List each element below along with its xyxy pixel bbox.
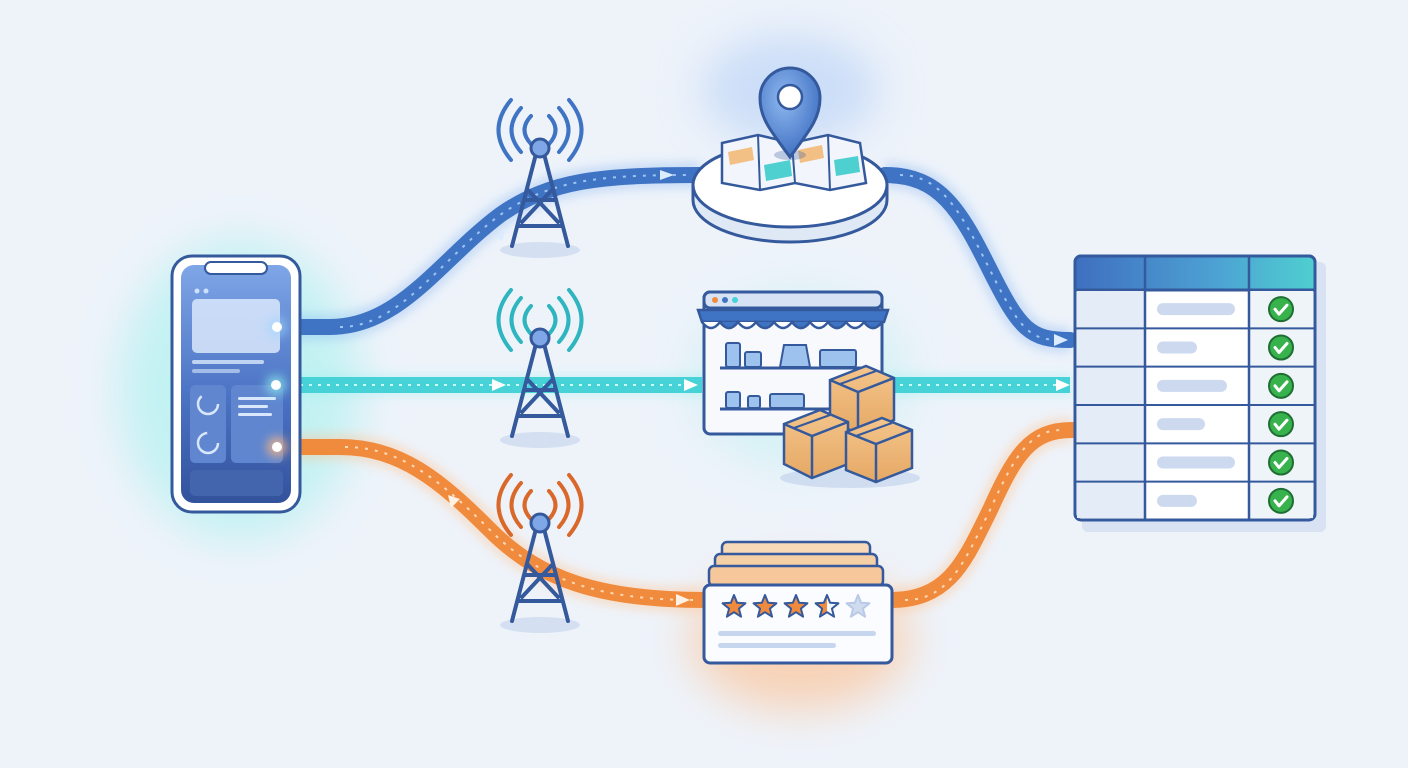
data-table-icon [1073, 254, 1326, 532]
star-icon [752, 594, 778, 618]
review-card-icon [702, 540, 894, 665]
checkmark-tick [1273, 418, 1289, 431]
folded-map-icon [720, 133, 868, 192]
cell-tower-icon [496, 98, 584, 258]
star-icon [783, 594, 809, 618]
checkmark-tick [1273, 342, 1289, 354]
table-cell-placeholder [1157, 341, 1197, 354]
checkmark-icon [1268, 411, 1294, 438]
checkmark-tick [1273, 457, 1289, 469]
star-icon [721, 594, 747, 618]
checkmark-tick [1273, 495, 1289, 508]
location-map-node [691, 66, 889, 244]
table-cell-placeholder [1157, 418, 1205, 431]
checkmark-tick [1273, 303, 1289, 316]
flow-blue-location [270, 162, 1078, 353]
table-cell-placeholder [1157, 494, 1197, 507]
checkmark-icon [1268, 449, 1294, 476]
checkmark-icon [1268, 372, 1294, 399]
cardboard-boxes-icon [780, 364, 920, 488]
map-pin-icon [758, 66, 822, 160]
checkmark-tick [1273, 380, 1289, 393]
star-icon [845, 594, 871, 618]
cell-tower-icon [496, 288, 584, 448]
star-icon [814, 594, 840, 618]
table-cell-placeholder [1157, 456, 1235, 469]
checkmark-icon [1268, 334, 1294, 361]
table-cell-placeholder [1157, 303, 1235, 316]
table-cell-placeholder [1157, 379, 1227, 392]
flow-orange-reviews [270, 417, 1080, 613]
flow-teal-retail [272, 374, 1072, 396]
cell-tower-icon [496, 473, 584, 633]
smartphone-icon [170, 254, 302, 514]
checkmark-icon [1268, 296, 1294, 323]
star-rating-icon [721, 594, 871, 618]
checkmark-icon [1268, 487, 1294, 514]
